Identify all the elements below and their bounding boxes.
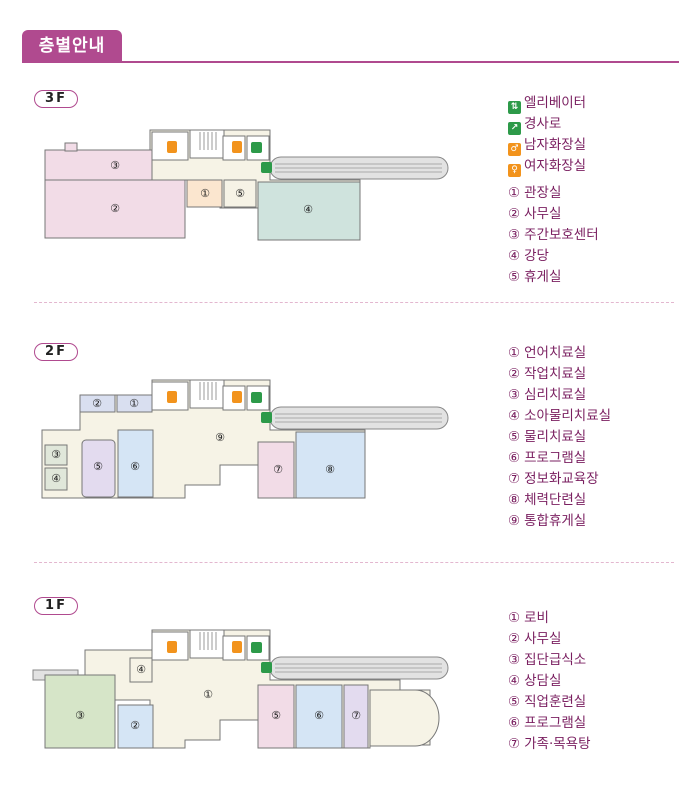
elevator-icon — [251, 142, 262, 153]
room-number-4: ④ — [51, 472, 61, 485]
room-number-4: ④ — [136, 663, 146, 676]
section-divider — [34, 562, 674, 563]
men-restroom-icon — [167, 391, 177, 403]
room-number-2: ② — [130, 719, 140, 732]
room-number-1: ① — [203, 688, 213, 701]
room-number-5: ⑤ — [235, 187, 245, 200]
page-title: 층별안내 — [22, 30, 122, 62]
ramp-icon — [261, 162, 272, 173]
elevator-icon — [251, 642, 262, 653]
men-restroom-icon — [167, 641, 177, 653]
women-restroom-icon — [232, 391, 242, 403]
floor-badge-1f: 1F — [34, 597, 78, 615]
elevator-icon: ⇅ — [508, 101, 521, 114]
ramp-icon: ↗ — [508, 122, 521, 135]
room-number-5: ⑤ — [93, 460, 103, 473]
room-number-1: ① — [200, 187, 210, 200]
room-number-9: ⑨ — [215, 431, 225, 444]
elevator-icon — [251, 392, 262, 403]
room-number-7: ⑦ — [273, 463, 283, 476]
room-number-3: ③ — [110, 159, 120, 172]
floor-badge-3f: 3F — [34, 90, 78, 108]
ramp-icon — [261, 662, 272, 673]
section-divider — [34, 302, 674, 303]
room-number-6: ⑥ — [130, 460, 140, 473]
men-restroom-icon — [167, 141, 177, 153]
legend-symbol: ↗경사로 — [508, 114, 599, 135]
room-number-1: ① — [129, 397, 139, 410]
women-restroom-icon: ♀ — [508, 164, 521, 177]
men-restroom-icon: ♂ — [508, 143, 521, 156]
legend-symbol: ♀여자화장실 — [508, 156, 599, 177]
floor-map-1f: ① ② ③ ④ ⑤ ⑥ ⑦ — [30, 620, 460, 755]
ramp-icon — [261, 412, 272, 423]
room-number-3: ③ — [51, 448, 61, 461]
room-number-6: ⑥ — [314, 709, 324, 722]
room-number-8: ⑧ — [325, 463, 335, 476]
women-restroom-icon — [232, 141, 242, 153]
room-number-2: ② — [110, 202, 120, 215]
legend-symbol: ⇅엘리베이터 — [508, 93, 599, 114]
room-number-4: ④ — [303, 203, 313, 216]
room-number-3: ③ — [75, 709, 85, 722]
floor-map-2f: ② ① ③ ④ ⑤ ⑥ ⑦ ⑧ ⑨ — [30, 370, 460, 505]
room-number-5: ⑤ — [271, 709, 281, 722]
floor-badge-2f: 2F — [34, 343, 78, 361]
legend-symbol: ♂남자화장실 — [508, 135, 599, 156]
women-restroom-icon — [232, 641, 242, 653]
room-number-7: ⑦ — [351, 709, 361, 722]
title-underline — [22, 61, 679, 63]
room-number-2: ② — [92, 397, 102, 410]
floor-map-3f: ③ ② ① ⑤ ④ — [30, 120, 460, 250]
